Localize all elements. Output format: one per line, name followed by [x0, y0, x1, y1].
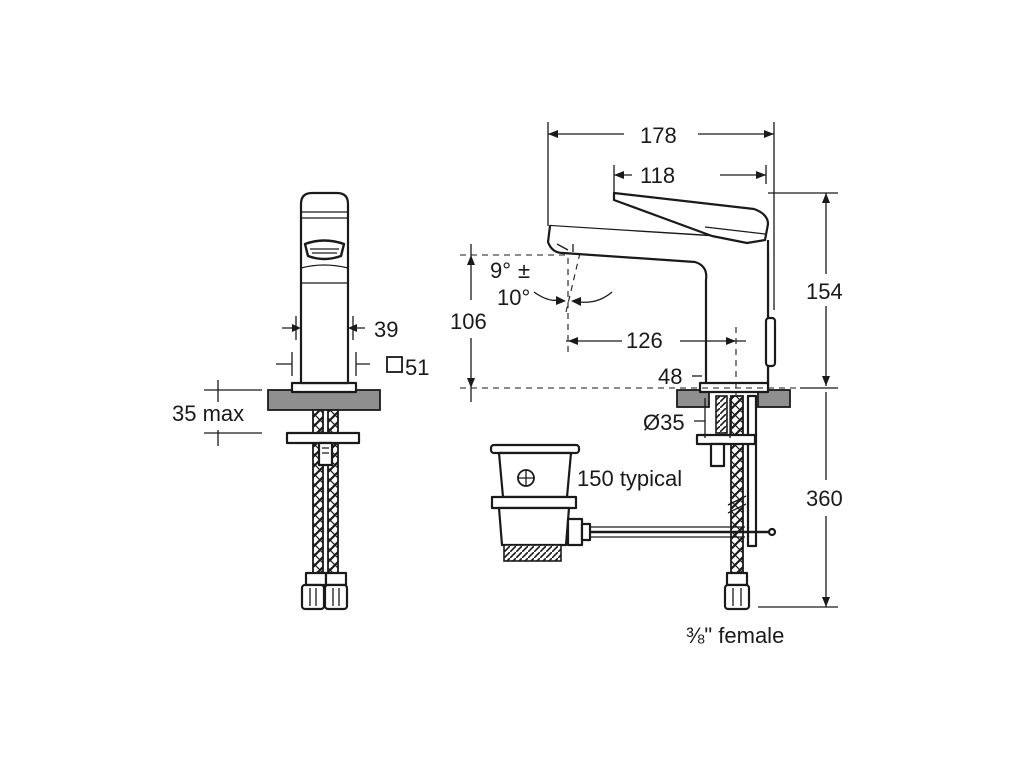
label-base-square: 51 — [405, 355, 429, 380]
front-body-shoulder — [300, 264, 349, 284]
front-cartridge — [303, 239, 346, 261]
label-shank-diameter: Ø35 — [643, 410, 685, 435]
front-fixing-nut — [317, 441, 334, 467]
square-symbol-icon — [386, 356, 403, 373]
side-connector — [723, 571, 751, 611]
dim-body-width: 39 — [282, 316, 398, 342]
front-fixing-plate — [285, 431, 361, 445]
label-tilt-angle-b: 10° — [497, 285, 530, 310]
front-cartridge-grid — [310, 248, 339, 254]
label-tilt-angle-pm: ± — [518, 258, 530, 283]
deck-right-b — [757, 389, 791, 408]
dim-spout-height: 106 — [450, 244, 487, 402]
label-connection: ⅜" female — [686, 623, 784, 648]
side-popup-knob — [764, 316, 777, 368]
label-tilt-angle-a: 9° — [490, 258, 511, 283]
label-waste-rod: 150 typical — [577, 466, 682, 491]
deck-right-a — [676, 389, 710, 408]
side-spout — [546, 225, 770, 388]
dim-waste-rod: 150 typical — [577, 466, 682, 491]
side-fixing-nut — [709, 442, 726, 468]
side-view: 178 118 154 106 12 — [450, 122, 843, 648]
label-total-height: 154 — [806, 279, 843, 304]
side-shank — [715, 395, 728, 434]
front-base-plate — [290, 381, 358, 394]
label-body-width: 39 — [374, 317, 398, 342]
dim-overall-depth: 178 — [547, 122, 775, 310]
dim-deck-thickness: 35 max — [172, 380, 262, 446]
dim-tilt-angle: 9° ± 10° — [490, 258, 613, 310]
label-spout-height: 106 — [450, 309, 487, 334]
dim-lever-length: 118 — [613, 163, 767, 193]
label-spout-reach: 126 — [626, 328, 663, 353]
side-hose — [730, 395, 744, 577]
front-view: 39 51 35 max — [172, 191, 429, 611]
dim-spout-reach: 126 — [566, 328, 746, 353]
front-body — [299, 191, 350, 385]
front-connectors — [300, 571, 349, 611]
popup-waste — [489, 443, 777, 562]
dim-base-square: 51 — [276, 352, 429, 380]
front-lever-top — [301, 211, 348, 219]
dim-hose-length: 360 — [758, 387, 843, 608]
label-overall-depth: 178 — [640, 123, 677, 148]
label-base-height: 48 — [658, 364, 682, 389]
label-lever-length: 118 — [640, 163, 675, 188]
side-fixing-plate — [695, 433, 757, 446]
dim-total-height: 154 — [768, 192, 843, 386]
dim-base-height: 48 — [658, 364, 702, 389]
side-popup-rod — [746, 394, 758, 548]
dim-shank-diameter: Ø35 — [643, 398, 731, 438]
label-deck-thickness: 35 max — [172, 401, 244, 426]
label-hose-length: 360 — [806, 486, 843, 511]
